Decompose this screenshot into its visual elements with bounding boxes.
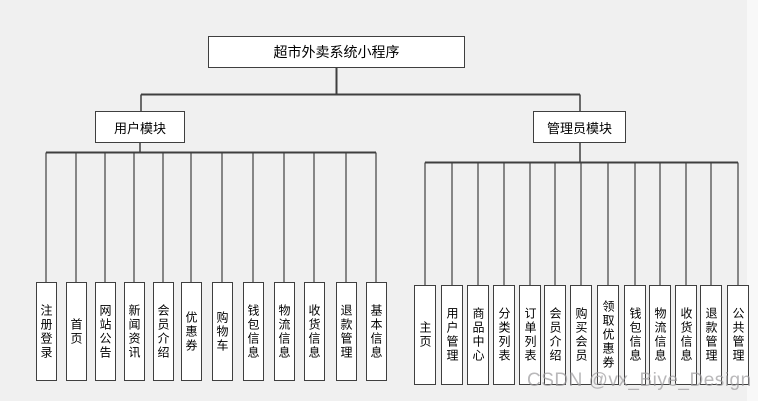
module-node-user: 用户模块 [95, 111, 185, 143]
leaf-node: 钱包信息 [624, 285, 646, 385]
leaf-node: 注册登录 [35, 282, 57, 381]
leaf-node: 退款管理 [335, 282, 357, 381]
page-edge-strip [747, 0, 758, 401]
leaf-node: 退款管理 [700, 285, 722, 385]
leaf-node: 收货信息 [303, 282, 325, 381]
leaf-node: 收货信息 [675, 285, 697, 385]
module-node-admin: 管理员模块 [533, 111, 626, 143]
leaf-node: 分类列表 [493, 285, 515, 385]
watermark: CSDN @vx_Biye_Design [527, 370, 752, 391]
root-node: 超市外卖系统小程序 [208, 36, 465, 68]
leaf-node: 购买会员 [570, 285, 592, 385]
leaf-node: 首页 [65, 282, 87, 381]
leaf-node: 物流信息 [649, 285, 671, 385]
leaf-node: 商品中心 [467, 285, 489, 385]
leaf-node: 公共管理 [727, 285, 749, 385]
leaf-node: 会员介绍 [152, 282, 174, 381]
leaf-node: 网站公告 [94, 282, 116, 381]
leaf-node: 钱包信息 [242, 282, 264, 381]
leaf-node: 购物车 [211, 282, 233, 381]
leaf-node: 主页 [414, 285, 436, 385]
leaf-node: 优惠券 [180, 282, 202, 381]
leaf-node: 新闻资讯 [123, 282, 145, 381]
leaf-node: 订单列表 [519, 285, 541, 385]
leaf-node: 会员介绍 [544, 285, 566, 385]
leaf-node: 物流信息 [273, 282, 295, 381]
leaf-node: 用户管理 [441, 285, 463, 385]
leaf-node: 领取优惠券 [597, 285, 619, 385]
leaf-node: 基本信息 [365, 282, 387, 381]
